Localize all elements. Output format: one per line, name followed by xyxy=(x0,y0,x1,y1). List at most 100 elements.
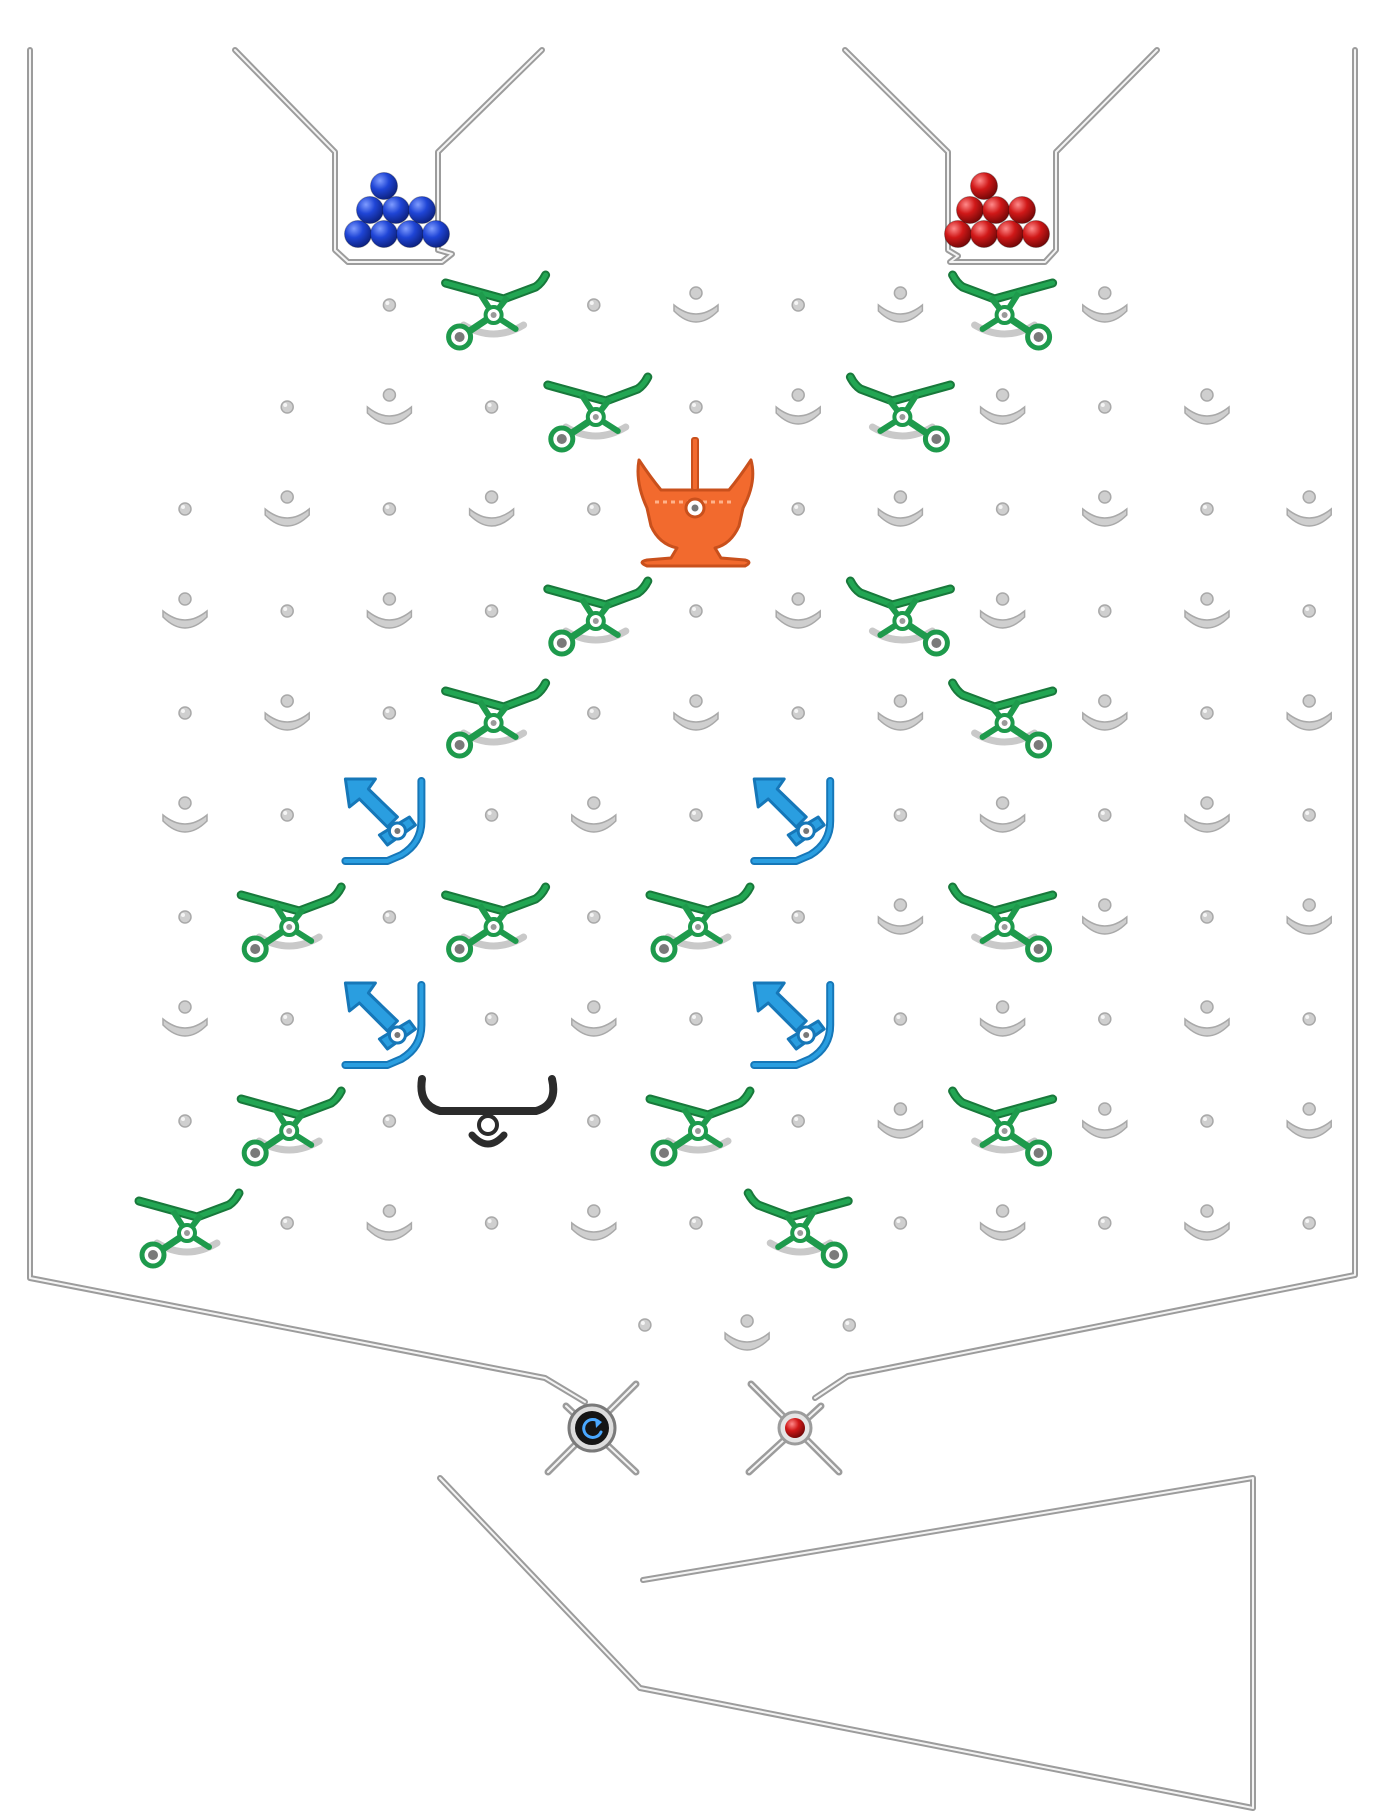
peg xyxy=(689,808,703,822)
bit[interactable] xyxy=(650,1091,750,1164)
gear-slot[interactable] xyxy=(775,592,821,629)
blue-ball xyxy=(370,220,398,248)
gear-slot[interactable] xyxy=(1286,694,1332,731)
bit[interactable] xyxy=(446,275,546,348)
peg xyxy=(280,1012,294,1026)
gear-slot[interactable] xyxy=(1082,898,1128,935)
red-ball-icon xyxy=(785,1418,805,1438)
peg xyxy=(484,1012,499,1026)
gear-slot[interactable] xyxy=(877,694,924,731)
bit[interactable] xyxy=(748,1193,848,1266)
peg xyxy=(1200,910,1214,924)
gear-slot[interactable] xyxy=(1286,898,1332,935)
gear-slot[interactable] xyxy=(366,592,413,629)
peg xyxy=(1098,808,1112,822)
bit[interactable] xyxy=(548,377,648,450)
bit[interactable] xyxy=(850,581,950,654)
gear-slot[interactable] xyxy=(877,898,924,935)
peg xyxy=(1098,1012,1112,1026)
gear-slot[interactable] xyxy=(468,490,515,527)
red-ball xyxy=(982,196,1010,224)
bit[interactable] xyxy=(650,887,750,960)
gear-slot[interactable] xyxy=(1184,796,1230,833)
peg xyxy=(382,706,397,720)
bit[interactable] xyxy=(139,1193,239,1266)
bit[interactable] xyxy=(953,275,1053,348)
gear-slot[interactable] xyxy=(1082,490,1128,527)
gear-slot[interactable] xyxy=(1184,388,1230,425)
gear-slot[interactable] xyxy=(264,694,310,731)
peg xyxy=(1302,604,1316,618)
peg xyxy=(1098,604,1112,618)
peg xyxy=(689,400,703,414)
gear-slot[interactable] xyxy=(1184,1204,1230,1241)
peg xyxy=(382,502,397,516)
blue-trigger-lever[interactable] xyxy=(544,1380,640,1476)
gear-slot[interactable] xyxy=(264,490,310,527)
peg xyxy=(484,400,499,414)
gear-slot[interactable] xyxy=(877,490,924,527)
bit[interactable] xyxy=(241,887,341,960)
bit[interactable] xyxy=(446,683,546,756)
peg xyxy=(893,808,908,822)
gear-slot[interactable] xyxy=(1082,1102,1128,1139)
bit[interactable] xyxy=(953,887,1053,960)
bit[interactable] xyxy=(953,683,1053,756)
peg xyxy=(1200,706,1214,720)
gear-slot[interactable] xyxy=(366,1204,413,1241)
reset-arrow-icon xyxy=(582,1417,603,1439)
peg xyxy=(689,1216,703,1230)
ramp[interactable] xyxy=(345,983,421,1065)
gear-slot[interactable] xyxy=(162,796,208,833)
red-ball xyxy=(996,220,1024,248)
gear-slot[interactable] xyxy=(724,1314,770,1351)
gear-slot[interactable] xyxy=(366,388,413,425)
peg xyxy=(689,604,703,618)
ramp-parts xyxy=(345,779,830,1065)
gear-bit[interactable] xyxy=(636,437,755,568)
gear-slot[interactable] xyxy=(979,592,1026,629)
gear-slot[interactable] xyxy=(162,592,208,629)
peg xyxy=(382,910,397,924)
gear-slot[interactable] xyxy=(979,388,1026,425)
bit[interactable] xyxy=(850,377,950,450)
interceptor[interactable] xyxy=(417,1075,558,1148)
peg xyxy=(587,910,601,924)
peg xyxy=(893,1216,908,1230)
gear-slot[interactable] xyxy=(1286,1102,1332,1139)
gear-slot[interactable] xyxy=(162,1000,208,1037)
gear-slot[interactable] xyxy=(775,388,821,425)
gear-slot[interactable] xyxy=(979,796,1026,833)
gear-slot[interactable] xyxy=(1082,694,1128,731)
bit[interactable] xyxy=(548,581,648,654)
peg xyxy=(484,604,499,618)
red-trigger-lever[interactable] xyxy=(745,1380,843,1476)
gear-slot[interactable] xyxy=(673,286,719,323)
red-ball xyxy=(1008,196,1036,224)
gear-slot[interactable] xyxy=(571,796,617,833)
gear-slot[interactable] xyxy=(877,1102,924,1139)
peg xyxy=(587,502,601,516)
gear-slot[interactable] xyxy=(1184,592,1230,629)
bit[interactable] xyxy=(953,1091,1053,1164)
gear-slot[interactable] xyxy=(673,694,719,731)
bit[interactable] xyxy=(446,887,546,960)
gear-slot[interactable] xyxy=(877,286,924,323)
ramp[interactable] xyxy=(345,779,421,861)
gear-slot[interactable] xyxy=(979,1000,1026,1037)
gear-slot[interactable] xyxy=(979,1204,1026,1241)
gear-slot[interactable] xyxy=(571,1000,617,1037)
gear-slot[interactable] xyxy=(1082,286,1128,323)
ramp[interactable] xyxy=(754,779,830,861)
peg xyxy=(1302,1012,1316,1026)
gear-slot[interactable] xyxy=(571,1204,617,1241)
bit[interactable] xyxy=(241,1091,341,1164)
blue-ball xyxy=(422,220,450,248)
blue-ball xyxy=(370,172,398,200)
peg xyxy=(178,1114,192,1128)
gear-slot[interactable] xyxy=(1286,490,1332,527)
ramp[interactable] xyxy=(754,983,830,1065)
gear-slot[interactable] xyxy=(1184,1000,1230,1037)
peg xyxy=(1302,1216,1316,1230)
peg xyxy=(587,298,601,312)
